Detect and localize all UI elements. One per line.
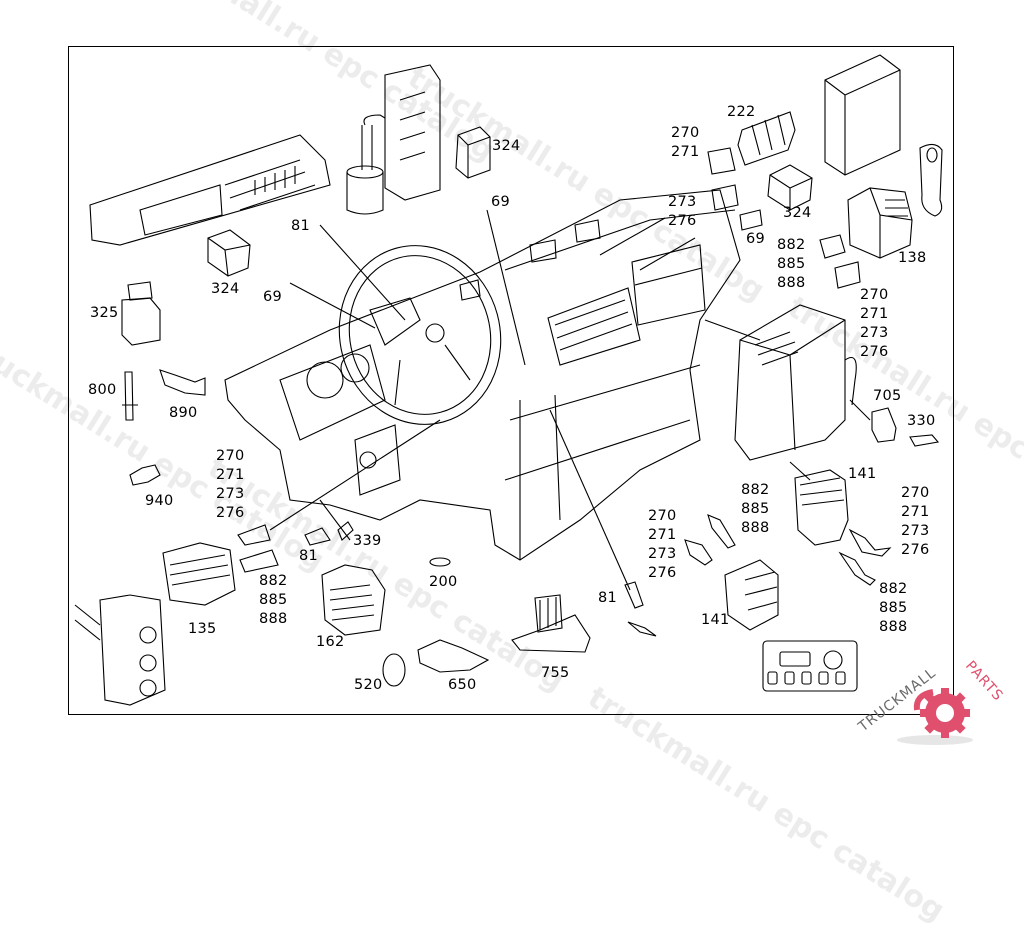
terminal-part [237, 524, 279, 573]
terminal-part [838, 551, 876, 586]
callout-69: 69 [491, 194, 511, 210]
callout-324: 324 [211, 281, 240, 297]
callout-650: 650 [448, 677, 477, 693]
callout-325: 325 [90, 305, 119, 321]
connector-141-mid-part [724, 559, 779, 631]
truckmall-parts-logo: TRUCKMALL PARTS [855, 650, 1024, 750]
terminal-part [684, 514, 736, 566]
connector-138-part [847, 187, 913, 259]
terminal-part [819, 234, 861, 289]
relay-part [455, 126, 491, 179]
vent-part [459, 219, 601, 301]
mounting-bracket-part [74, 594, 166, 706]
cover-650-part [417, 639, 490, 673]
relay-part [767, 164, 813, 211]
bracket-part [919, 143, 943, 217]
relay-part [207, 229, 251, 277]
terminal-890-part [159, 369, 206, 396]
instrument-bracket-part [89, 134, 331, 246]
clip-200-part [429, 557, 451, 567]
line-art [74, 54, 943, 706]
connector-135-part [162, 542, 236, 606]
connector-162-part [321, 564, 386, 636]
switch-755-part [511, 594, 591, 653]
fuse-81-part [304, 527, 331, 546]
grommet-520-part [382, 653, 406, 687]
logo-text-parts: PARTS [962, 658, 1006, 705]
callout-520: 520 [354, 677, 383, 693]
terminal-part [848, 528, 892, 557]
relay-705-part [871, 407, 897, 443]
fuse-81-part [624, 581, 657, 637]
control-unit-part [824, 54, 901, 176]
switch-panel-part [762, 640, 858, 692]
callout-324: 324 [492, 138, 521, 154]
callout-324: 324 [783, 205, 812, 221]
callout-141: 141 [848, 466, 877, 482]
logo-shadow [897, 735, 973, 745]
callout-800: 800 [88, 382, 117, 398]
callout-890: 890 [169, 405, 198, 421]
callout-138: 138 [898, 250, 927, 266]
leader-lines [269, 209, 871, 591]
connector-141-part [794, 469, 849, 546]
callout-69: 69 [746, 231, 766, 247]
callout-705: 705 [873, 388, 902, 404]
callout-81: 81 [291, 218, 311, 234]
dashboard-part [224, 189, 741, 561]
plug-940-part [129, 464, 161, 486]
callout-141: 141 [701, 612, 730, 628]
callout-755: 755 [541, 665, 570, 681]
callout-339: 339 [353, 533, 382, 549]
steering-wheel-part [338, 245, 502, 425]
ecu-housing-part [734, 304, 857, 461]
drawing-frame [68, 46, 954, 715]
callout-200: 200 [429, 574, 458, 590]
bracket-hole [926, 147, 938, 163]
callout-162: 162 [316, 634, 345, 650]
module-325-part [121, 281, 161, 346]
callout-940: 940 [145, 493, 174, 509]
callout-330: 330 [907, 413, 936, 429]
callout-222: 222 [727, 104, 756, 120]
callout-81: 81 [598, 590, 618, 606]
callout-81: 81 [299, 548, 319, 564]
switch-module-part [346, 64, 441, 215]
terminal-800-part [122, 371, 138, 421]
terminal-330-part [909, 434, 940, 447]
terminal-part [707, 147, 763, 231]
fuse-strip-part [737, 111, 796, 166]
fuse-339-part [337, 521, 354, 541]
callout-69: 69 [263, 289, 283, 305]
callout-135: 135 [188, 621, 217, 637]
